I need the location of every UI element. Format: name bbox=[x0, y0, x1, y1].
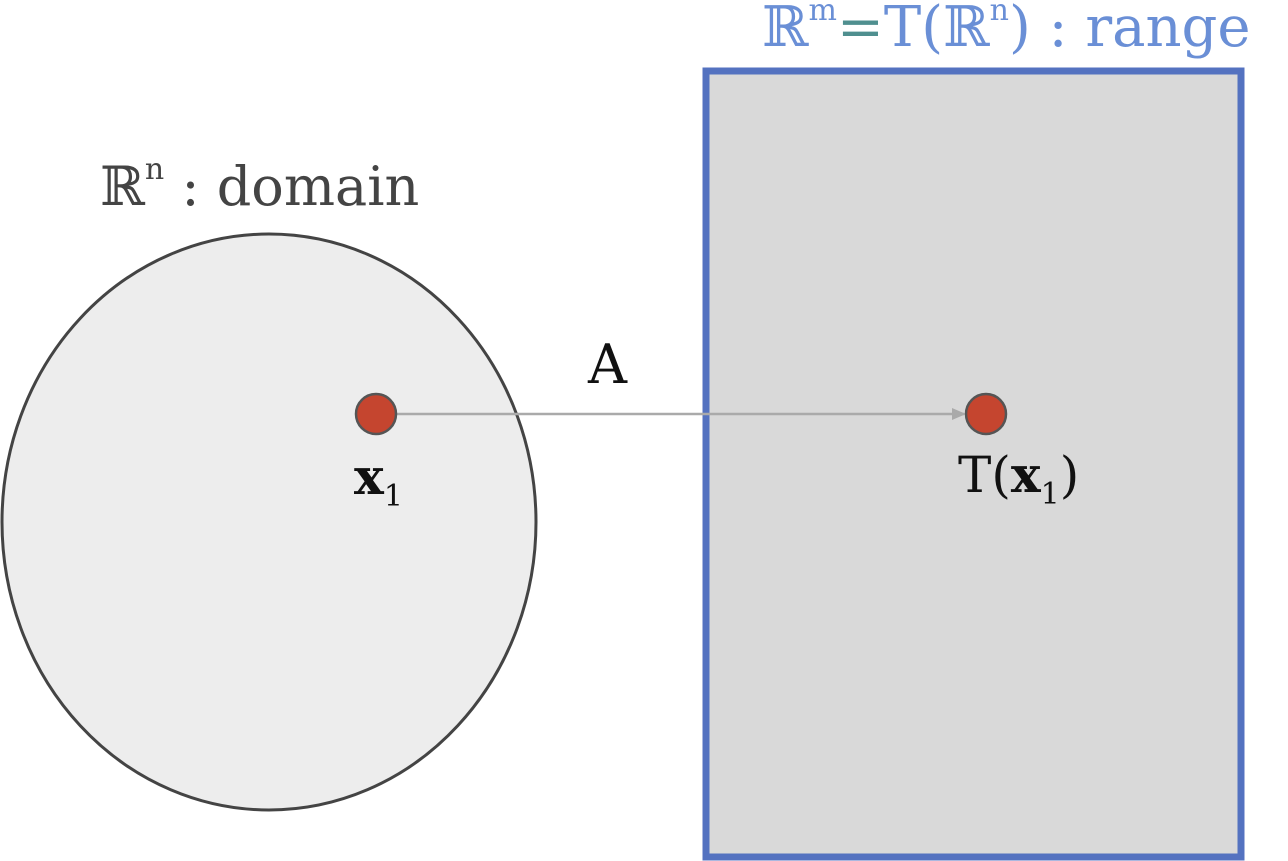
range-close: ) bbox=[1009, 0, 1031, 60]
range-equals: = bbox=[837, 0, 884, 60]
t-x1-label: T(x1) bbox=[958, 450, 1079, 510]
domain-set-exponent: n bbox=[144, 152, 165, 187]
range-set-symbol: ℝ bbox=[762, 0, 809, 60]
range-rectangle bbox=[702, 67, 1245, 861]
t-x1-sub: 1 bbox=[1040, 477, 1060, 512]
range-set-exponent: m bbox=[808, 0, 837, 28]
range-inner-symbol: ℝ bbox=[943, 0, 990, 60]
x1-sub: 1 bbox=[383, 479, 403, 514]
x1-var: x bbox=[354, 447, 384, 506]
mapping-label: A bbox=[588, 333, 627, 396]
domain-title: ℝn : domain bbox=[100, 155, 419, 214]
point-t-x1 bbox=[964, 392, 1008, 436]
t-x1-suffix: ) bbox=[1059, 446, 1080, 504]
t-x1-var: x bbox=[1010, 445, 1041, 504]
range-inner-exponent: n bbox=[989, 0, 1009, 28]
x1-label: x1 bbox=[354, 452, 403, 512]
range-func: T( bbox=[883, 0, 944, 60]
domain-suffix: : domain bbox=[164, 155, 420, 218]
point-x1 bbox=[354, 392, 398, 436]
t-x1-prefix: T( bbox=[958, 446, 1011, 504]
domain-ellipse bbox=[0, 232, 538, 812]
range-title: ℝm=T(ℝn) : range bbox=[762, 0, 1251, 56]
domain-set-symbol: ℝ bbox=[100, 155, 145, 218]
range-suffix: : range bbox=[1030, 0, 1251, 60]
